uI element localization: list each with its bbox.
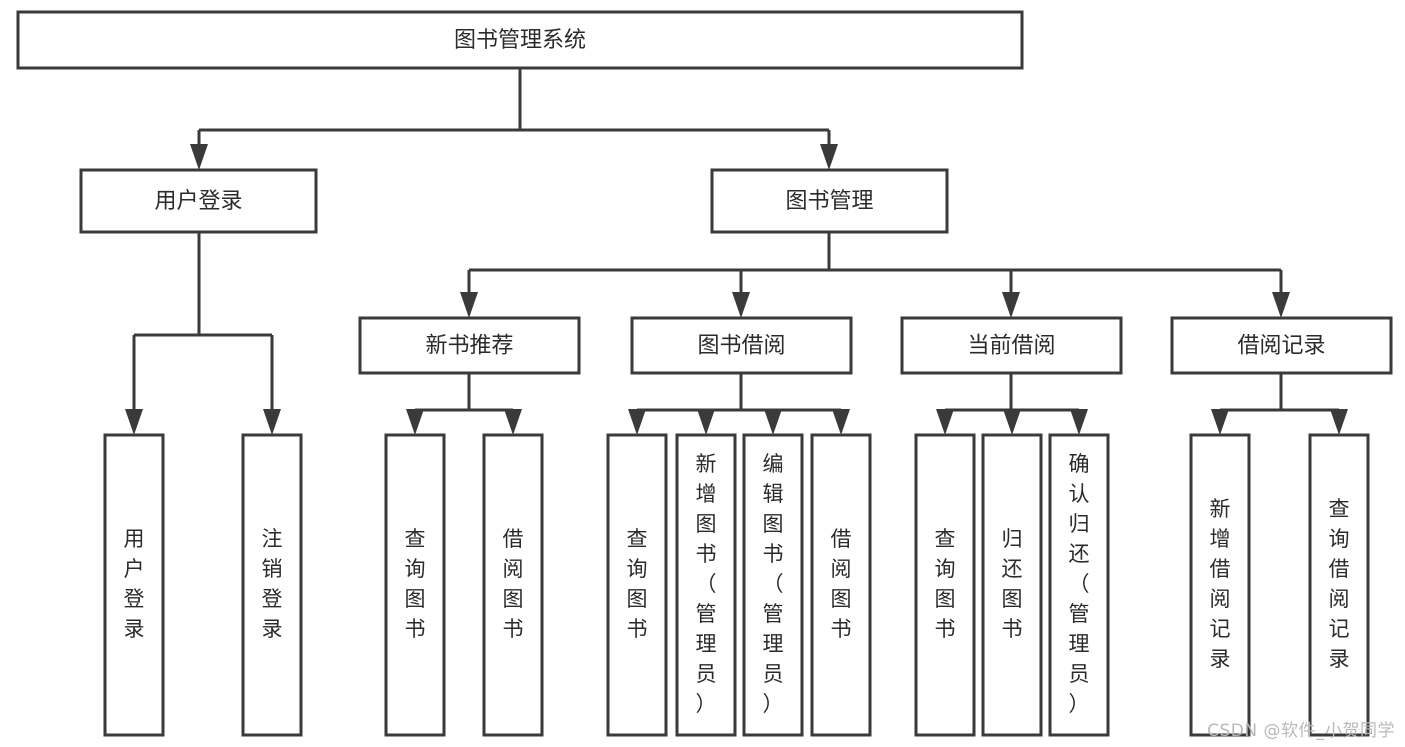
node-leaf-8-label: 查询图书 (935, 527, 956, 641)
arrow-head-icon (1070, 409, 1088, 435)
arrow-head-icon (732, 292, 750, 318)
arrow-head-icon (1003, 409, 1021, 435)
node-leaf-2-box[interactable] (384, 433, 446, 737)
node-leaf-10-box[interactable] (1048, 433, 1110, 737)
arrow-head-icon (460, 292, 478, 318)
arrow-head-icon (764, 409, 782, 435)
node-level3-1-label: 图书借阅 (697, 334, 785, 359)
node-leaf-11-box[interactable] (1189, 433, 1251, 737)
node-leaf-2[interactable]: 查询图书 (384, 433, 446, 737)
arrow-head-icon (1211, 409, 1229, 435)
node-leaf-8-box[interactable] (914, 433, 976, 737)
node-level2-1-label: 图书管理 (785, 189, 873, 214)
node-leaf-12-label: 查询借阅记录 (1329, 497, 1350, 671)
node-leaf-6[interactable]: 编辑图书（管理员） (742, 433, 804, 737)
node-leaf-3-box[interactable] (482, 433, 544, 737)
arrow-head-icon (263, 409, 281, 435)
node-leaf-6-box[interactable] (742, 433, 804, 737)
node-level3-3[interactable]: 借阅记录 (1170, 316, 1393, 375)
arrow-head-icon (1330, 409, 1348, 435)
arrow-head-icon (406, 409, 424, 435)
node-leaf-12[interactable]: 查询借阅记录 (1308, 433, 1370, 737)
node-leaf-4-label: 查询图书 (627, 527, 648, 641)
arrow-head-icon (936, 409, 954, 435)
node-leaf-0-box[interactable] (103, 433, 165, 737)
node-leaf-9-box[interactable] (981, 433, 1043, 737)
node-leaf-8[interactable]: 查询图书 (914, 433, 976, 737)
node-leaf-2-label: 查询图书 (405, 527, 426, 641)
node-leaf-5-box[interactable] (675, 433, 737, 737)
node-leaf-1-box[interactable] (241, 433, 303, 737)
node-level3-1[interactable]: 图书借阅 (630, 316, 853, 375)
node-level2-0-label: 用户登录 (154, 189, 242, 214)
node-level3-3-box[interactable] (1170, 316, 1393, 375)
node-leaf-11-label: 新增借阅记录 (1210, 497, 1231, 671)
node-level2-0-box[interactable] (79, 168, 318, 234)
arrow-head-icon (832, 409, 850, 435)
arrow-head-icon (1272, 292, 1290, 318)
arrow-head-icon (125, 409, 143, 435)
node-root-box[interactable] (16, 10, 1024, 70)
node-level3-2[interactable]: 当前借阅 (900, 316, 1123, 375)
node-leaf-5[interactable]: 新增图书（管理员） (675, 433, 737, 737)
arrow-head-icon (628, 409, 646, 435)
node-leaf-9-label: 归还图书 (1002, 527, 1023, 641)
arrow-head-icon (820, 144, 838, 170)
node-leaf-5-label: 新增图书（管理员） (696, 452, 717, 716)
node-leaf-1-label: 注销登录 (262, 527, 283, 641)
node-leaf-3-label: 借阅图书 (503, 527, 524, 641)
node-level2-0[interactable]: 用户登录 (79, 168, 318, 234)
node-level3-0-box[interactable] (358, 316, 581, 375)
node-leaf-7-label: 借阅图书 (831, 527, 852, 641)
node-leaf-7[interactable]: 借阅图书 (810, 433, 872, 737)
node-leaf-0[interactable]: 用户登录 (103, 433, 165, 737)
node-root-label: 图书管理系统 (454, 28, 586, 53)
node-leaf-3[interactable]: 借阅图书 (482, 433, 544, 737)
arrow-head-icon (1002, 292, 1020, 318)
node-leaf-4-box[interactable] (606, 433, 668, 737)
node-level2-1-box[interactable] (710, 168, 949, 234)
node-leaf-12-box[interactable] (1308, 433, 1370, 737)
node-level3-3-label: 借阅记录 (1237, 334, 1325, 359)
node-level3-2-label: 当前借阅 (967, 334, 1055, 359)
node-leaf-7-box[interactable] (810, 433, 872, 737)
node-leaf-10-label: 确认归还（管理员） (1069, 452, 1090, 716)
node-leaf-4[interactable]: 查询图书 (606, 433, 668, 737)
arrow-head-icon (190, 144, 208, 170)
node-leaf-10[interactable]: 确认归还（管理员） (1048, 433, 1110, 737)
node-leaf-11[interactable]: 新增借阅记录 (1189, 433, 1251, 737)
arrow-head-icon (697, 409, 715, 435)
node-level3-0-label: 新书推荐 (425, 334, 513, 359)
node-level3-2-box[interactable] (900, 316, 1123, 375)
arrow-head-icon (504, 409, 522, 435)
node-root[interactable]: 图书管理系统 (16, 10, 1024, 70)
node-leaf-0-label: 用户登录 (124, 527, 145, 641)
node-level3-0[interactable]: 新书推荐 (358, 316, 581, 375)
node-level3-1-box[interactable] (630, 316, 853, 375)
node-leaf-6-label: 编辑图书（管理员） (763, 452, 784, 716)
connector-layer (125, 68, 1348, 435)
node-level2-1[interactable]: 图书管理 (710, 168, 949, 234)
node-leaf-9[interactable]: 归还图书 (981, 433, 1043, 737)
node-layer: 图书管理系统用户登录图书管理新书推荐图书借阅当前借阅借阅记录用户登录注销登录查询… (16, 10, 1393, 737)
node-leaf-1[interactable]: 注销登录 (241, 433, 303, 737)
